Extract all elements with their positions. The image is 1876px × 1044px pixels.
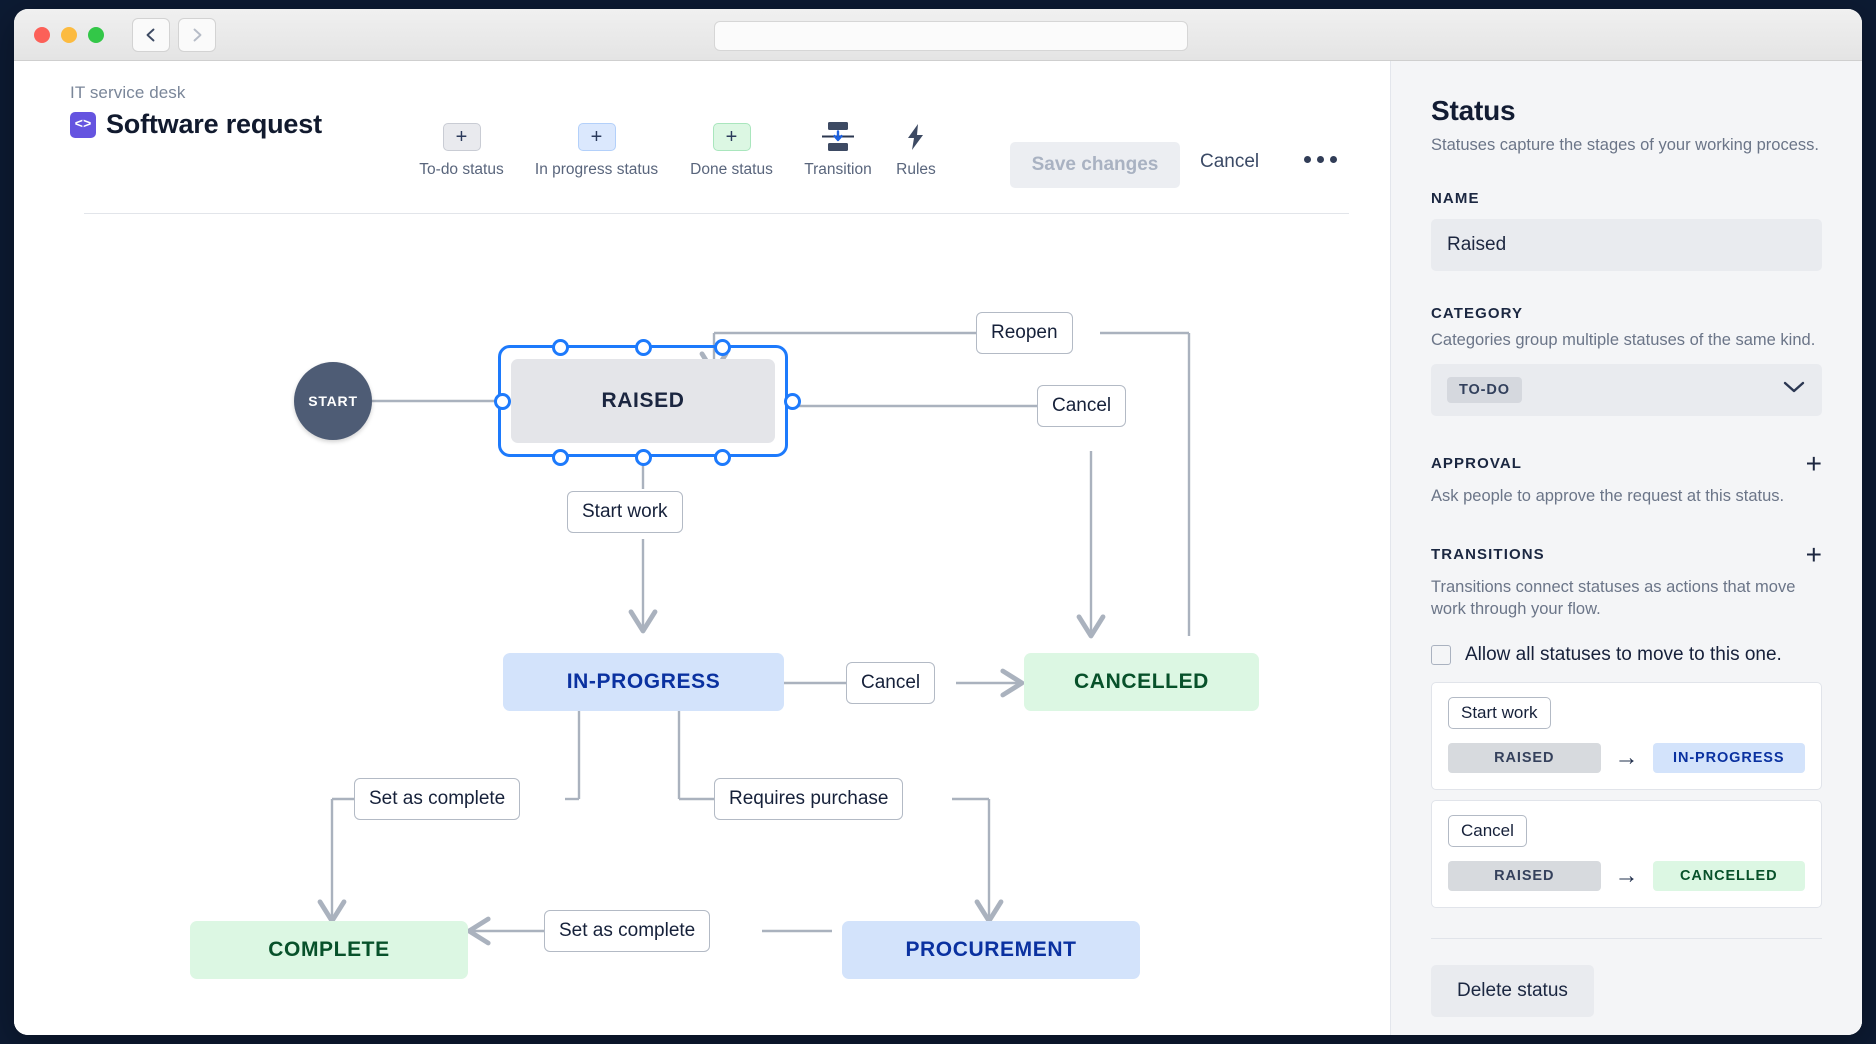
navigation-buttons	[132, 18, 216, 52]
panel-title: Status	[1431, 95, 1516, 126]
edge-label-requires-purchase[interactable]: Requires purchase	[714, 778, 904, 820]
address-bar[interactable]	[714, 21, 1188, 51]
edge-label-set-as-complete-procurement[interactable]: Set as complete	[544, 910, 711, 952]
transition-from-badge: RAISED	[1448, 861, 1601, 892]
toolbar-label-todo: To-do status	[419, 161, 504, 178]
panel-divider	[1431, 938, 1822, 940]
resize-handle-right[interactable]	[784, 393, 801, 410]
transition-card-start-work[interactable]: Start work RAISED → IN-PROGRESS	[1431, 682, 1822, 791]
cancel-button[interactable]: Cancel	[1200, 151, 1260, 172]
category-label: CATEGORY	[1431, 305, 1524, 323]
workflow-canvas[interactable]: START RAISED IN-PROGRESS CANCELLED PROCU…	[14, 221, 1390, 1035]
minimize-window-button[interactable]	[61, 27, 77, 43]
arrow-right-icon: →	[1614, 744, 1639, 772]
edge-label-start-work[interactable]: Start work	[567, 491, 683, 533]
resize-handle-bottom-right[interactable]	[714, 449, 731, 466]
back-button[interactable]	[132, 18, 170, 52]
header-titles: IT service desk <> Software request	[70, 83, 322, 140]
toolbar-label-transition: Transition	[804, 161, 872, 178]
resize-handle-top[interactable]	[635, 339, 652, 356]
arrow-right-icon: →	[1614, 862, 1639, 890]
allow-all-statuses-checkbox[interactable]	[1431, 645, 1451, 666]
status-panel: Status Statuses capture the stages of yo…	[1390, 61, 1862, 1035]
resize-handle-top-right[interactable]	[714, 339, 731, 356]
plus-icon-done: +	[712, 123, 751, 151]
plus-icon-in-progress: +	[577, 123, 616, 151]
status-node-procurement[interactable]: PROCUREMENT	[842, 921, 1140, 979]
toolbar: + To-do status + In progress status + Do…	[394, 122, 955, 179]
category-select[interactable]: TO-DO	[1431, 363, 1822, 416]
toolbar-item-done-status[interactable]: + Done status	[664, 123, 799, 179]
page-title: Software request	[106, 109, 322, 139]
resize-handle-bottom-left[interactable]	[552, 449, 569, 466]
transition-card-cancel[interactable]: Cancel RAISED → CANCELLED	[1431, 800, 1822, 909]
toolbar-label-rules: Rules	[896, 161, 936, 178]
status-node-in-progress[interactable]: IN-PROGRESS	[503, 653, 784, 711]
allow-all-statuses-label: Allow all statuses to move to this one.	[1465, 644, 1782, 666]
allow-all-statuses-row[interactable]: Allow all statuses to move to this one.	[1431, 644, 1822, 666]
chevron-right-icon	[193, 28, 202, 42]
approval-help: Ask people to approve the request at thi…	[1431, 486, 1785, 505]
transitions-header: TRANSITIONS +	[1431, 538, 1822, 570]
resize-handle-top-left[interactable]	[552, 339, 569, 356]
code-brackets-icon: <>	[70, 111, 96, 138]
add-transition-icon[interactable]: +	[1805, 538, 1822, 570]
browser-window: IT service desk <> Software request + To…	[14, 9, 1862, 1035]
more-actions-icon[interactable]	[1304, 156, 1337, 163]
status-name-input[interactable]: Raised	[1431, 219, 1822, 272]
chevron-down-icon	[1782, 380, 1806, 399]
transition-name: Cancel	[1448, 815, 1527, 848]
close-window-button[interactable]	[34, 27, 50, 43]
name-label: NAME	[1431, 190, 1480, 208]
category-badge: TO-DO	[1447, 376, 1522, 403]
app-body: IT service desk <> Software request + To…	[14, 61, 1862, 1035]
status-node-cancelled[interactable]: CANCELLED	[1024, 653, 1259, 711]
toolbar-item-in-progress-status[interactable]: + In progress status	[529, 123, 664, 179]
status-node-complete[interactable]: COMPLETE	[190, 921, 468, 979]
transitions-label: TRANSITIONS	[1431, 546, 1545, 564]
toolbar-item-rules[interactable]: Rules	[877, 123, 955, 179]
transition-to-badge: IN-PROGRESS	[1652, 743, 1805, 774]
start-node[interactable]: START	[294, 362, 372, 440]
toolbar-label-done: Done status	[690, 161, 773, 178]
category-help: Categories group multiple statuses of th…	[1431, 331, 1816, 350]
transition-to-badge: CANCELLED	[1652, 861, 1805, 892]
status-node-raised[interactable]: RAISED	[511, 359, 775, 443]
maximize-window-button[interactable]	[88, 27, 104, 43]
lightning-bolt-icon	[908, 124, 923, 150]
toolbar-item-transition[interactable]: Transition	[799, 122, 877, 179]
transitions-help: Transitions connect statuses as actions …	[1431, 577, 1796, 619]
traffic-lights	[34, 27, 104, 43]
approval-label: APPROVAL	[1431, 455, 1523, 473]
workflow-editor: IT service desk <> Software request + To…	[14, 61, 1390, 1035]
edge-label-cancel-raised[interactable]: Cancel	[1037, 385, 1127, 427]
panel-subtitle: Statuses capture the stages of your work…	[1431, 136, 1819, 154]
delete-status-button[interactable]: Delete status	[1431, 965, 1594, 1018]
save-changes-button[interactable]: Save changes	[1010, 142, 1180, 188]
toolbar-divider	[84, 213, 1349, 214]
breadcrumb[interactable]: IT service desk	[70, 83, 186, 102]
edge-label-set-as-complete-in-progress[interactable]: Set as complete	[354, 778, 521, 820]
workflow-edges	[317, 331, 1191, 946]
edge-label-cancel-in-progress[interactable]: Cancel	[846, 662, 936, 704]
resize-handle-bottom[interactable]	[635, 449, 652, 466]
add-approval-icon[interactable]: +	[1805, 447, 1822, 479]
edge-label-reopen[interactable]: Reopen	[976, 312, 1073, 354]
title-bar	[14, 9, 1862, 61]
chevron-left-icon	[146, 28, 155, 42]
transition-name: Start work	[1448, 697, 1551, 730]
toolbar-label-in-progress: In progress status	[534, 161, 659, 178]
toolbar-item-todo-status[interactable]: + To-do status	[394, 123, 529, 179]
transition-from-badge: RAISED	[1448, 743, 1601, 774]
forward-button[interactable]	[178, 18, 216, 52]
transition-icon	[822, 122, 854, 151]
resize-handle-left[interactable]	[494, 393, 511, 410]
approval-header: APPROVAL +	[1431, 447, 1822, 479]
plus-icon-todo: +	[442, 123, 481, 151]
